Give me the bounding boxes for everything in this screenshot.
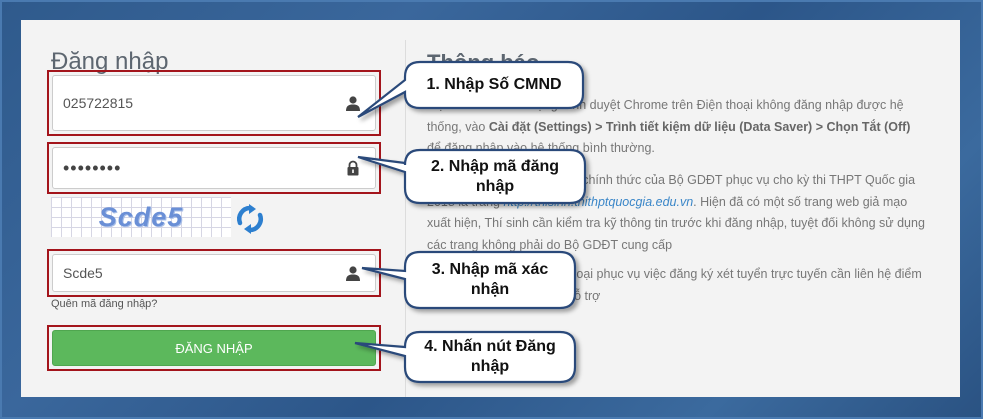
captcha-image: Scde5 — [51, 197, 231, 237]
callout-4-label: 4. Nhấn nút Đăng nhập — [424, 338, 556, 375]
refresh-icon[interactable] — [235, 204, 265, 234]
highlight-id-field — [47, 70, 381, 136]
user-icon — [346, 96, 360, 111]
id-number-input[interactable] — [53, 76, 375, 130]
lock-icon — [347, 160, 359, 176]
callout-3-label: 3. Nhập mã xác nhận — [431, 261, 549, 298]
captcha-text: Scde5 — [98, 201, 184, 232]
callout-1-label: 1. Nhập Số CMND — [426, 76, 562, 93]
captcha-input[interactable] — [53, 255, 375, 291]
password-field-wrapper — [52, 147, 376, 189]
user-icon — [346, 266, 360, 281]
id-number-field-wrapper — [52, 75, 376, 131]
highlight-submit-button: ĐĂNG NHẬP — [47, 325, 381, 371]
column-divider — [405, 40, 406, 397]
password-input[interactable] — [53, 148, 375, 188]
forgot-password-link[interactable]: Quên mã đăng nhập? — [51, 298, 158, 310]
captcha-field-wrapper — [52, 254, 376, 292]
login-submit-button[interactable]: ĐĂNG NHẬP — [52, 330, 376, 366]
notice-paragraph-2: Trang thông tin duy nhất và chính thức c… — [427, 173, 925, 252]
highlight-captcha-field — [47, 249, 381, 297]
highlight-password-field — [47, 142, 381, 194]
callout-2-label: 2. Nhập mã đăng nhập — [430, 157, 560, 195]
